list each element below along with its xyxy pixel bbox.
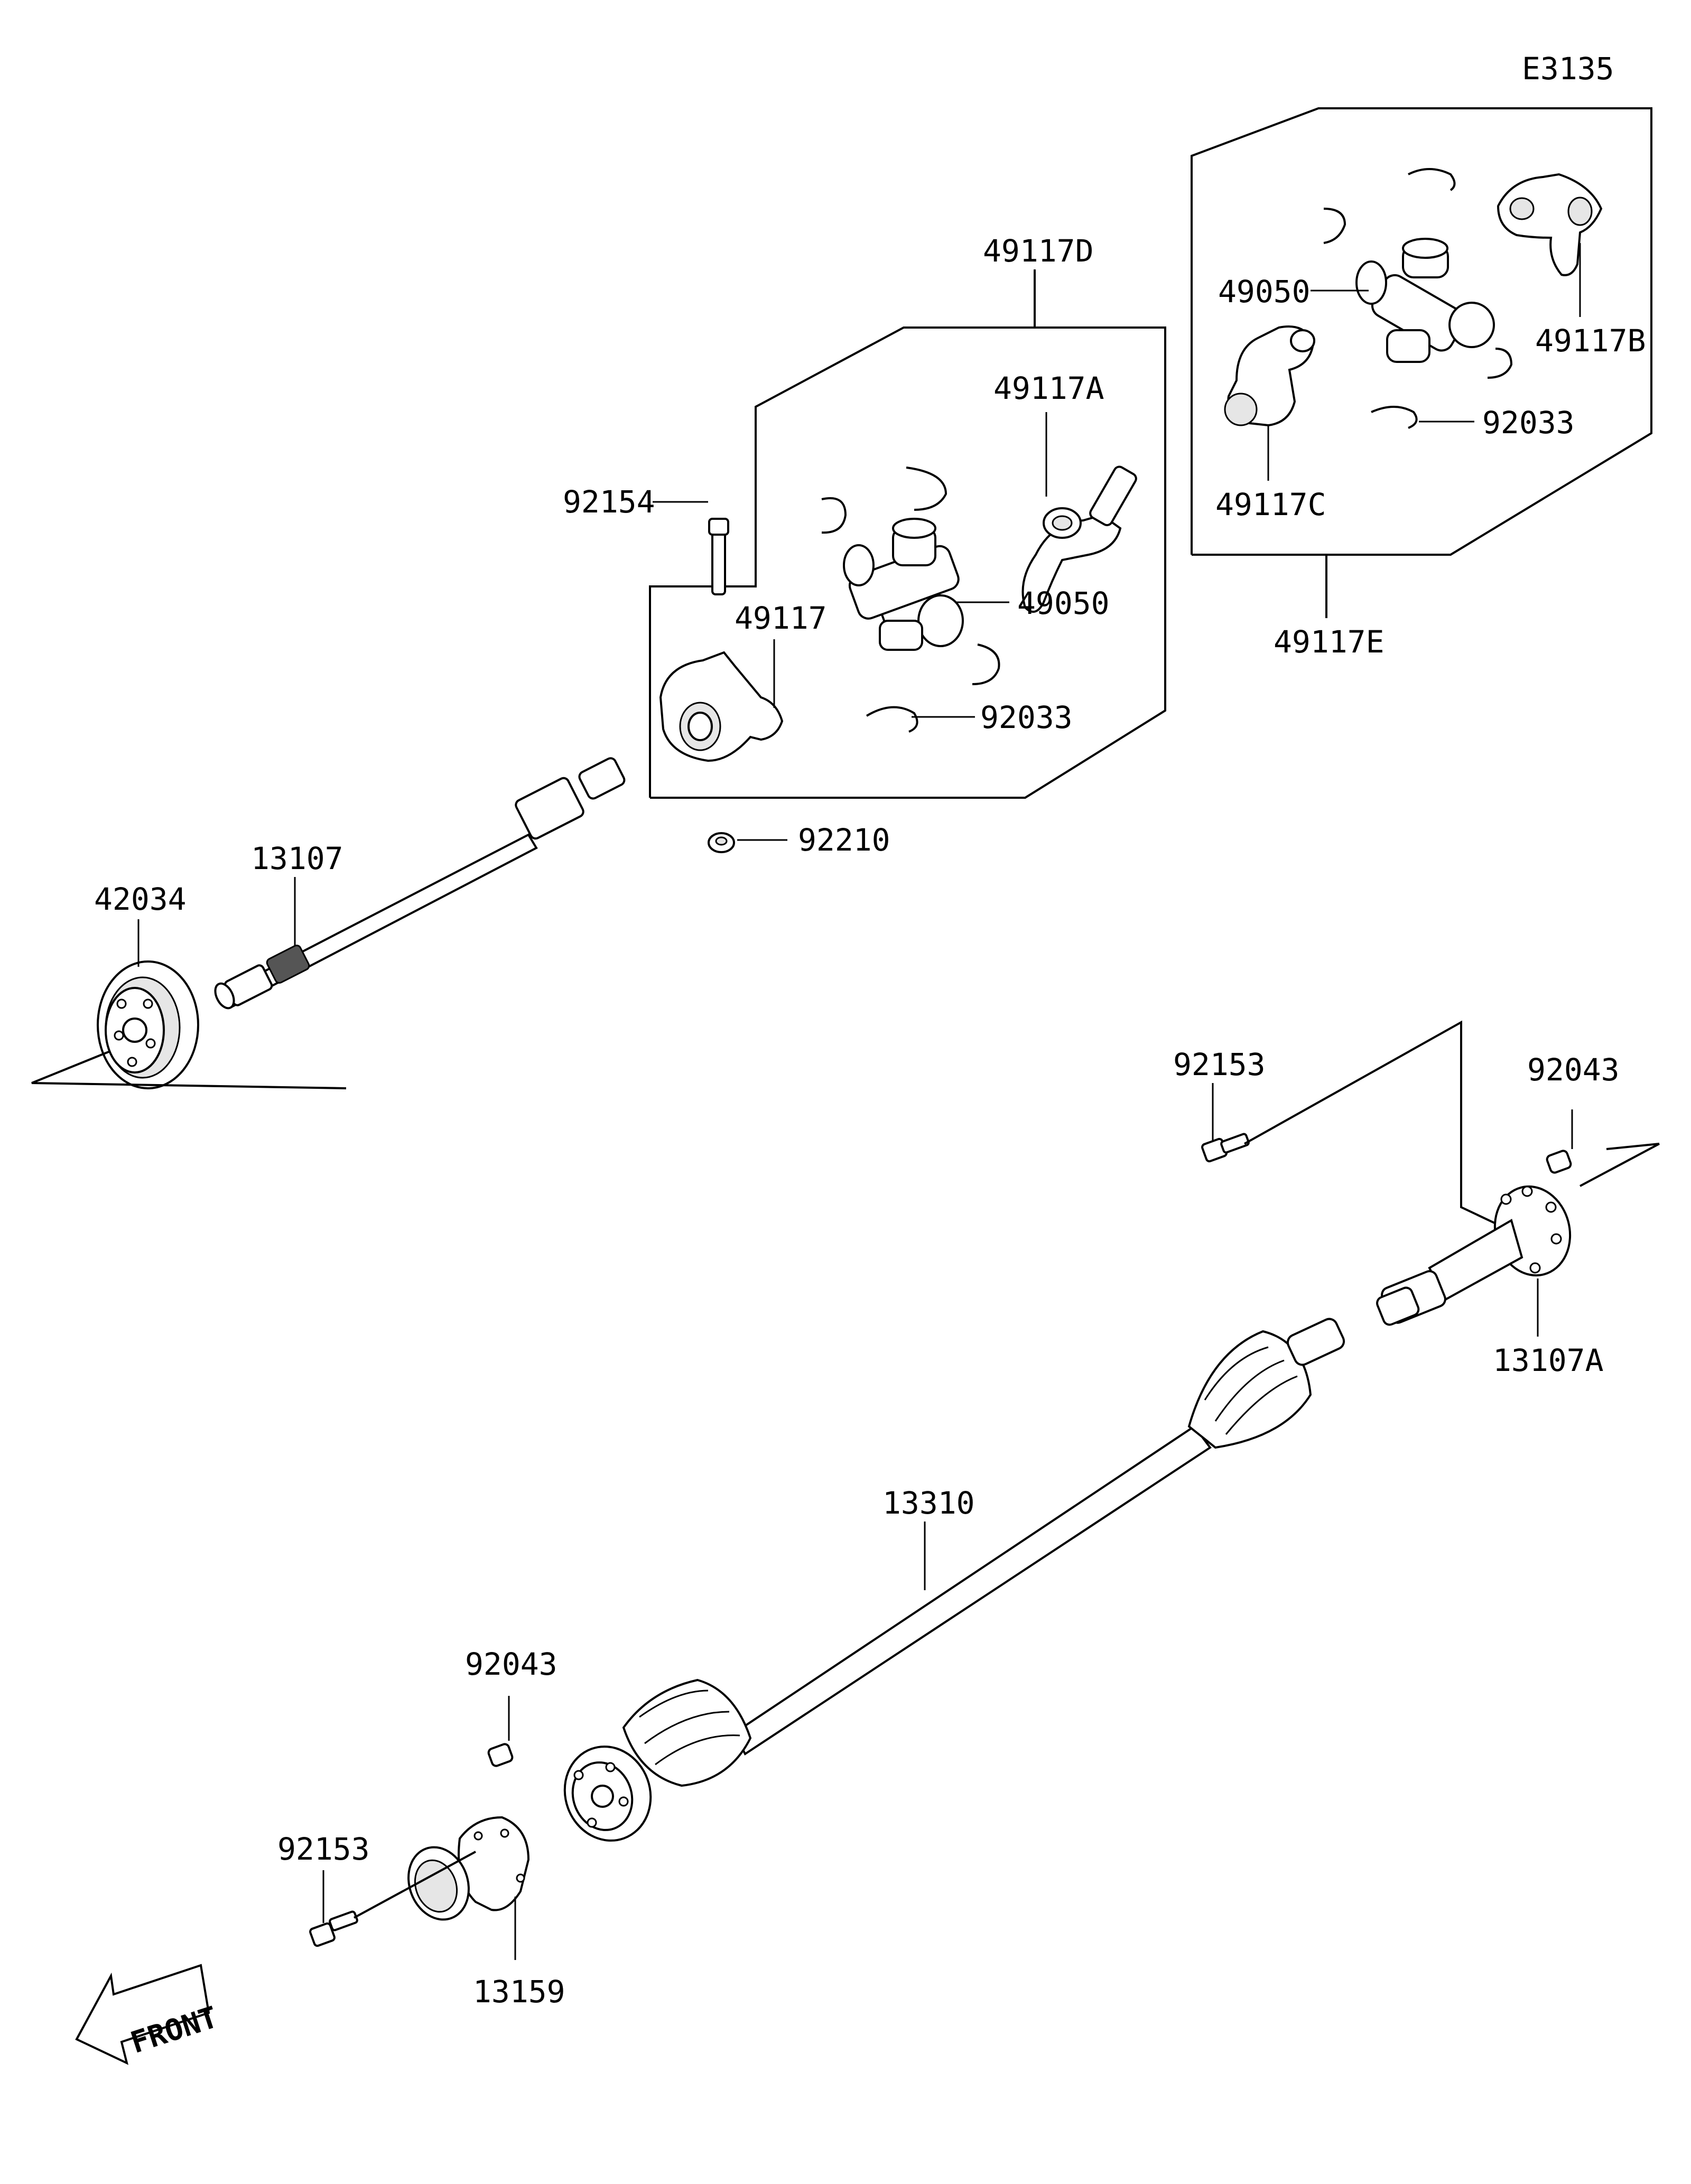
label-49117B: 49117B: [1535, 323, 1646, 359]
front-direction-arrow: FRONT: [75, 1964, 222, 2065]
label-49050-right: 49050: [1218, 274, 1311, 310]
yoke-49117C: [1224, 325, 1315, 481]
label-49117E: 49117E: [1274, 624, 1385, 660]
label-49117A: 49117A: [993, 370, 1104, 406]
label-92043-top: 92043: [1527, 1052, 1620, 1088]
label-92153-top: 92153: [1173, 1047, 1266, 1082]
label-92033-right: 92033: [1482, 405, 1575, 441]
propeller-shaft-13107: [214, 757, 626, 1010]
nut-92210: [708, 832, 787, 853]
assembly-box-49117E: [1191, 107, 1652, 618]
pin-92043-top: [1546, 1109, 1573, 1174]
drive-shaft-13310: [563, 1318, 1345, 1842]
assembly-box-49117D: [649, 269, 1166, 799]
universal-joint-cross-49050-right: [1311, 238, 1495, 363]
label-49117D: 49117D: [983, 233, 1094, 269]
label-13159: 13159: [473, 1974, 565, 2010]
label-13107: 13107: [251, 841, 343, 876]
bolt-92153-top: [1201, 1020, 1512, 1232]
bolt-92154: [653, 501, 729, 595]
label-49117: 49117: [735, 600, 827, 636]
label-92153-bottom: 92153: [277, 1831, 370, 1867]
label-92043-bottom: 92043: [465, 1646, 558, 1682]
label-92033-left: 92033: [980, 699, 1073, 735]
universal-joint-cross-49050-left: [843, 518, 1009, 651]
output-shaft-13107A: [1376, 1143, 1660, 1337]
diagram-code: E3135: [1522, 51, 1614, 87]
yoke-49117: [659, 639, 784, 762]
flange-13159: [407, 1816, 530, 1960]
yoke-49117B: [1497, 173, 1603, 317]
pin-92043-bottom: [487, 1696, 514, 1767]
label-92210: 92210: [798, 822, 890, 858]
circlips-right: [1323, 168, 1513, 429]
yoke-49117A: [1021, 412, 1137, 613]
label-49117C: 49117C: [1215, 487, 1326, 522]
label-92154: 92154: [563, 484, 655, 520]
label-13107A: 13107A: [1493, 1342, 1604, 1378]
label-49050-left: 49050: [1017, 585, 1110, 621]
circlips-left: [821, 466, 1000, 733]
part-labels: 49117D 49117A 92154 49117 49050 92033 92…: [94, 233, 1646, 2010]
label-42034: 42034: [94, 881, 187, 917]
label-13310: 13310: [882, 1485, 975, 1521]
damper-42034: [31, 919, 347, 1089]
bolt-92153-bottom: [309, 1851, 476, 1947]
